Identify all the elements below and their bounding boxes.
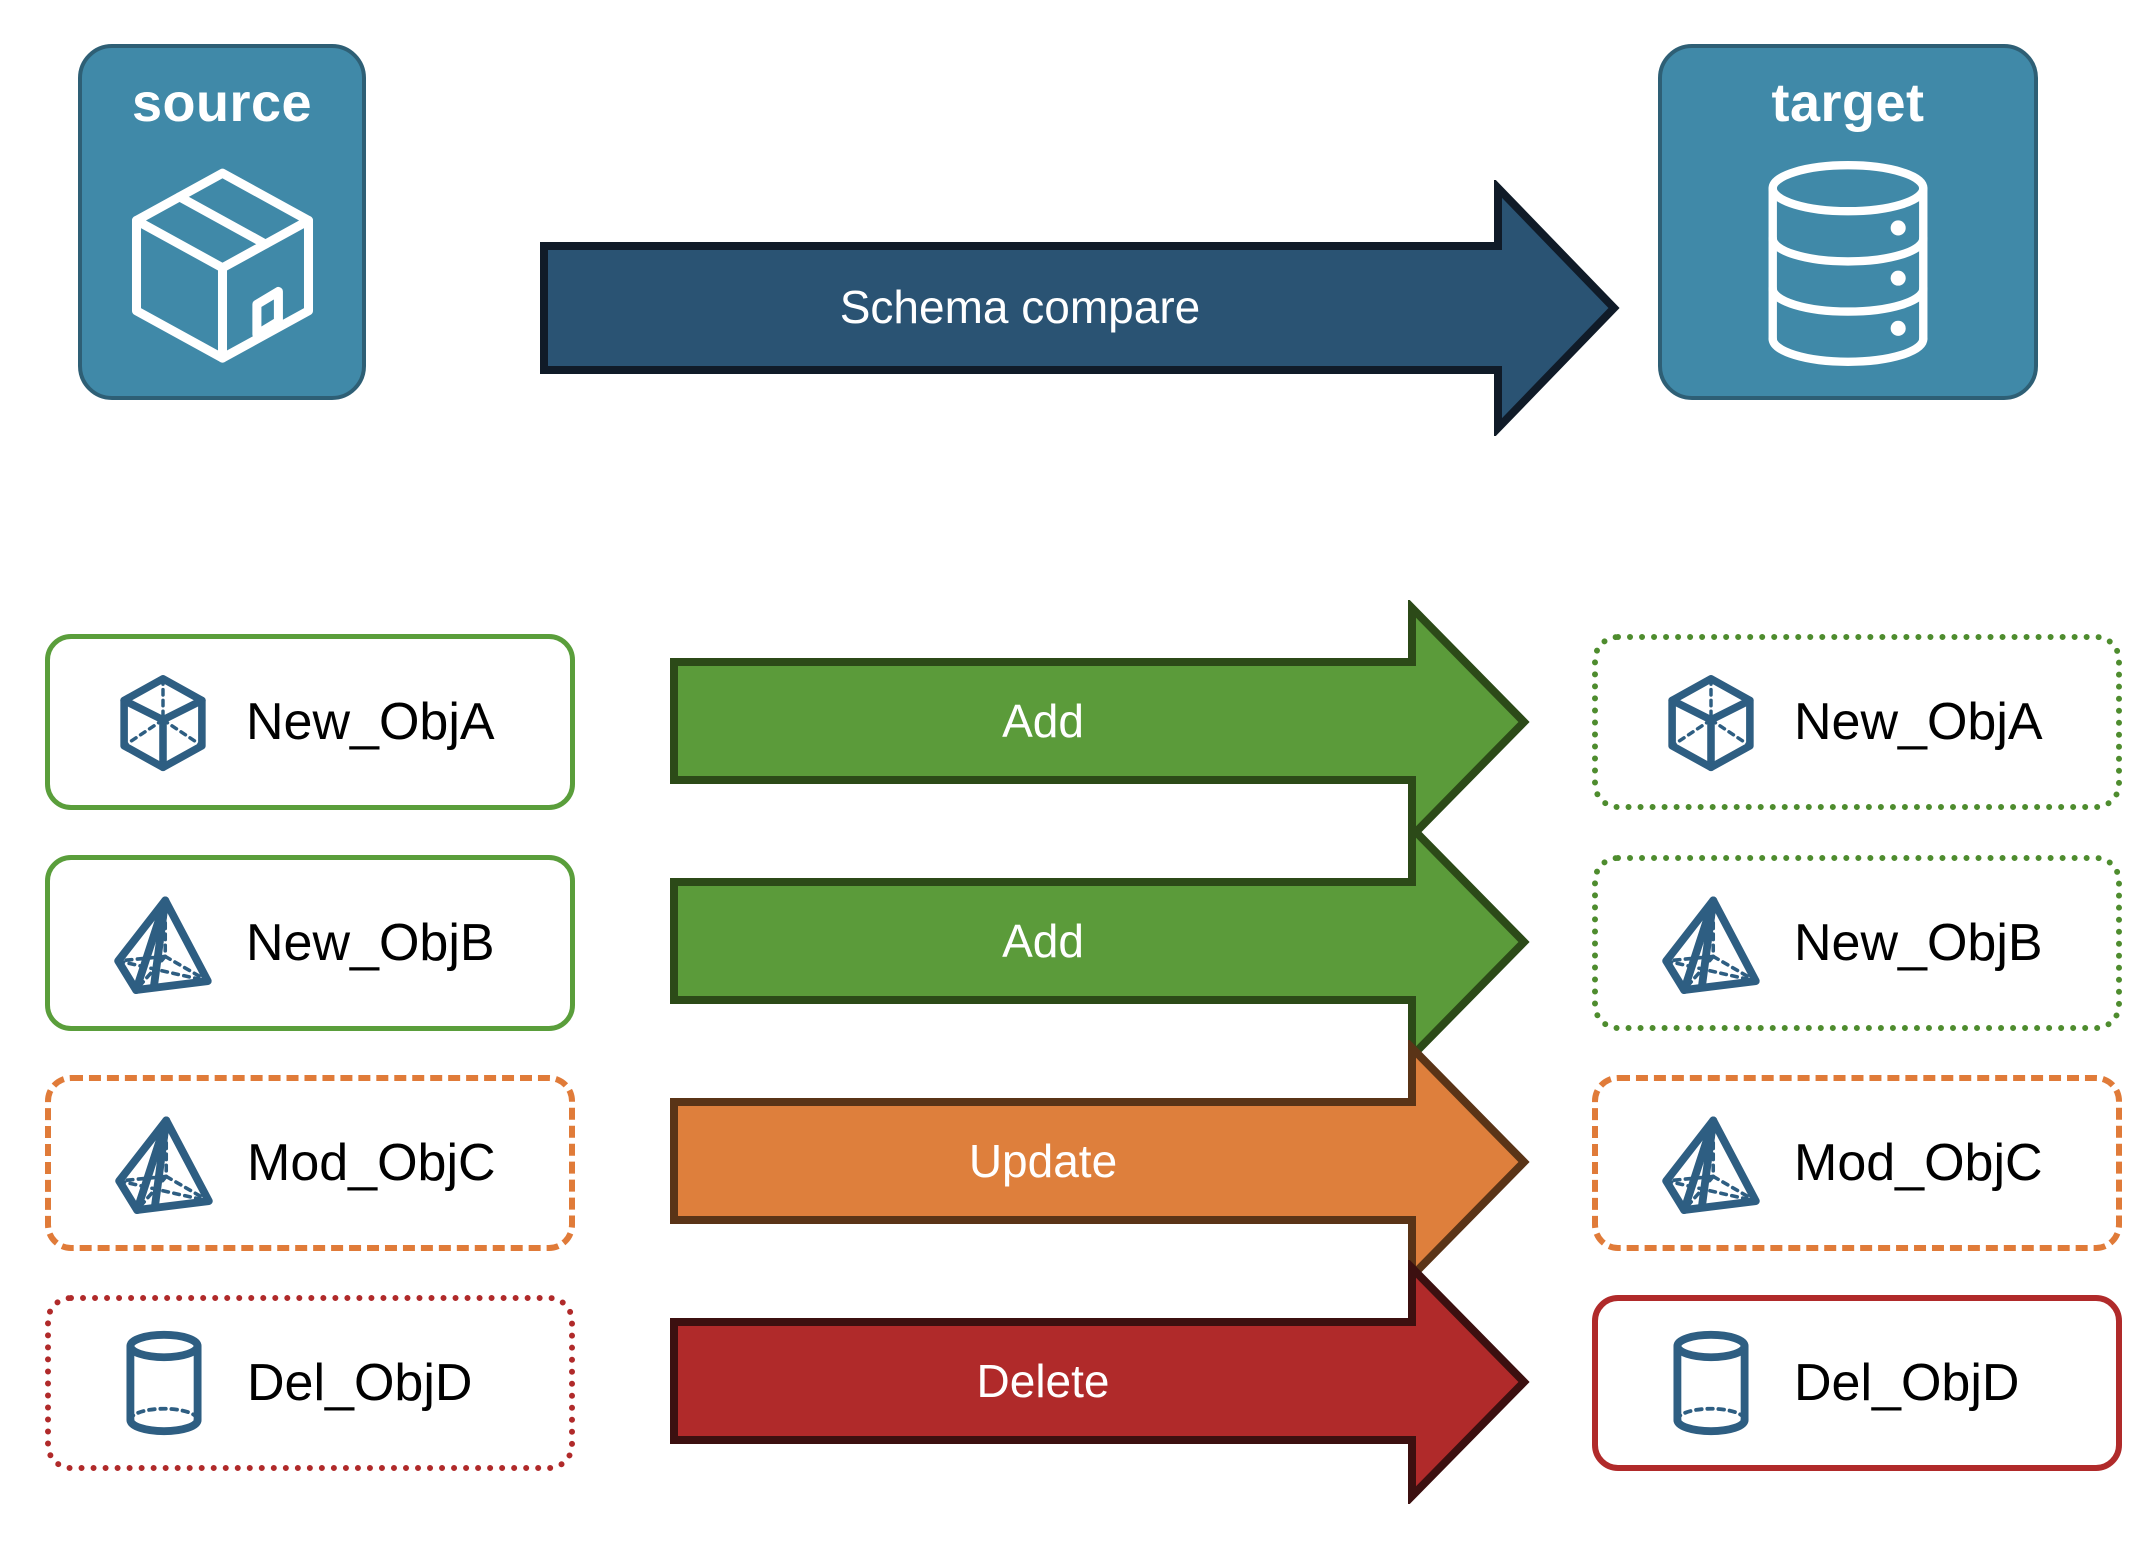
target-object-box[interactable]: New_ObjB bbox=[1592, 855, 2122, 1031]
source-object-box[interactable]: Del_ObjD bbox=[45, 1295, 575, 1471]
target-object-label: New_ObjA bbox=[1794, 693, 2043, 751]
wireframe-cube-icon bbox=[104, 668, 222, 776]
add-arrow: Add bbox=[670, 598, 1530, 846]
target-endpoint-card: target bbox=[1658, 44, 2038, 400]
schema-compare-label: Schema compare bbox=[839, 281, 1201, 333]
target-object-box[interactable]: Mod_ObjC bbox=[1592, 1075, 2122, 1251]
target-title: target bbox=[1771, 73, 1925, 133]
schema-compare-arrow: Schema compare bbox=[540, 178, 1620, 438]
wireframe-cylinder-icon bbox=[105, 1327, 223, 1439]
target-object-box[interactable]: New_ObjA bbox=[1592, 634, 2122, 810]
source-title: source bbox=[131, 73, 313, 133]
delete-arrow: Delete bbox=[670, 1258, 1530, 1506]
source-object-label: New_ObjB bbox=[246, 914, 495, 972]
source-endpoint-card: source bbox=[78, 44, 366, 400]
add-arrow-label: Add bbox=[1002, 915, 1084, 967]
add-arrow-label: Add bbox=[1002, 695, 1084, 747]
wireframe-cube-icon bbox=[1652, 668, 1770, 776]
source-object-label: Del_ObjD bbox=[247, 1354, 473, 1412]
source-object-box[interactable]: Mod_ObjC bbox=[45, 1075, 575, 1251]
source-object-label: Mod_ObjC bbox=[247, 1134, 496, 1192]
source-object-label: New_ObjA bbox=[246, 693, 495, 751]
target-object-label: Mod_ObjC bbox=[1794, 1134, 2043, 1192]
update-arrow: Update bbox=[670, 1038, 1530, 1286]
wireframe-pyramid-icon bbox=[1652, 887, 1770, 999]
update-arrow-label: Update bbox=[968, 1135, 1118, 1187]
package-box-icon bbox=[82, 130, 362, 396]
source-object-box[interactable]: New_ObjA bbox=[45, 634, 575, 810]
target-object-box[interactable]: Del_ObjD bbox=[1592, 1295, 2122, 1471]
add-arrow: Add bbox=[670, 818, 1530, 1066]
database-cylinder-icon bbox=[1662, 130, 2034, 396]
wireframe-cylinder-icon bbox=[1652, 1327, 1770, 1439]
wireframe-pyramid-icon bbox=[1652, 1107, 1770, 1219]
target-object-label: New_ObjB bbox=[1794, 914, 2043, 972]
wireframe-pyramid-icon bbox=[105, 1107, 223, 1219]
source-object-box[interactable]: New_ObjB bbox=[45, 855, 575, 1031]
wireframe-pyramid-icon bbox=[104, 887, 222, 999]
target-object-label: Del_ObjD bbox=[1794, 1354, 2020, 1412]
delete-arrow-label: Delete bbox=[976, 1355, 1110, 1407]
